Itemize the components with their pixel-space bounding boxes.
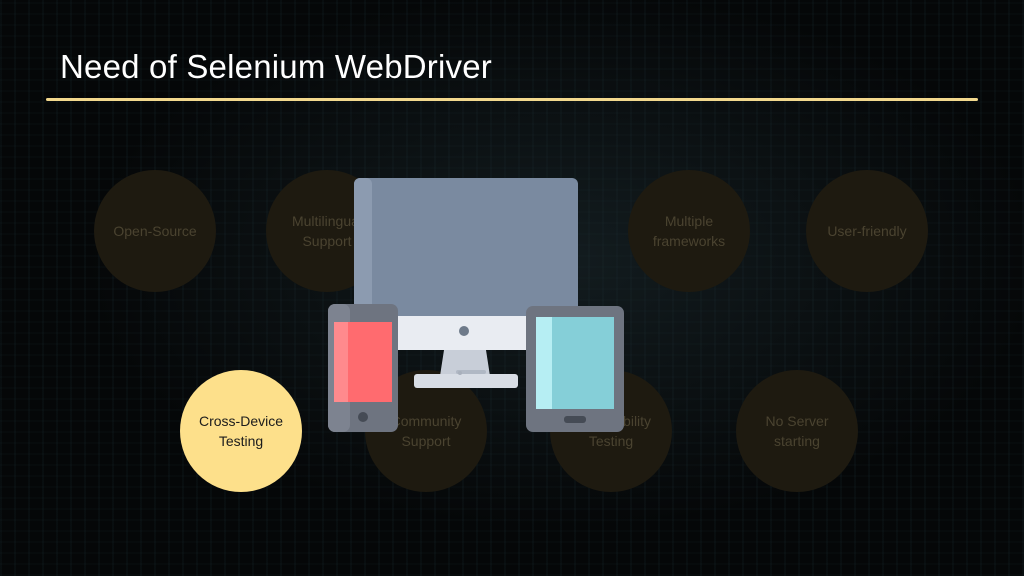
slide-title: Need of Selenium WebDriver (60, 48, 492, 85)
feature-multiple-frameworks[interactable]: Multiple frameworks (628, 170, 750, 292)
monitor-icon (354, 178, 578, 388)
devices-icon (328, 178, 624, 432)
tablet-icon (526, 306, 624, 432)
phone-icon (328, 304, 398, 432)
feature-no-server-starting[interactable]: No Server starting (736, 370, 858, 492)
feature-user-friendly[interactable]: User-friendly (806, 170, 928, 292)
feature-cross-device-testing[interactable]: Cross-Device Testing (180, 370, 302, 492)
feature-open-source[interactable]: Open-Source (94, 170, 216, 292)
title-underline (46, 98, 978, 101)
